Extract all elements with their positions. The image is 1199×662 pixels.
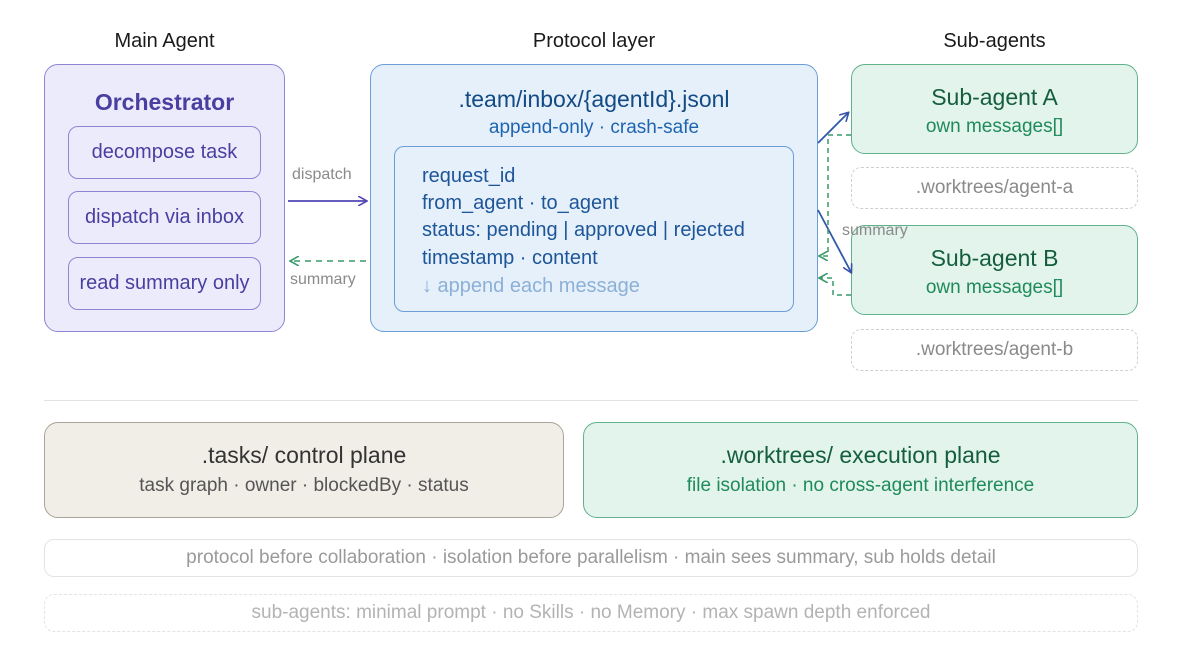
tasks-plane-title: .tasks/ control plane [201, 442, 407, 468]
principles-note: protocol before collaboration · isolatio… [44, 539, 1138, 577]
field-timestamp-content: timestamp · content [422, 247, 598, 269]
tasks-control-plane-box: .tasks/ control plane task graph · owner… [44, 422, 564, 518]
summary-arrow-from-sub-a [820, 134, 851, 256]
field-from-to-agent: from_agent · to_agent [422, 192, 619, 214]
sub-agent-b-title: Sub-agent B [930, 245, 1059, 271]
worktrees-execution-plane-box: .worktrees/ execution plane file isolati… [583, 422, 1138, 518]
sub-agent-b-subtitle: own messages[] [925, 277, 1064, 298]
sub-agent-a-subtitle: own messages[] [925, 116, 1064, 137]
summary-label-main: summary [290, 271, 356, 288]
dispatch-label: dispatch [292, 166, 352, 183]
sub-agent-a-box [851, 64, 1138, 154]
sub-agents-heading: Sub-agents [943, 30, 1046, 52]
sub-agent-b-box [851, 225, 1138, 315]
worktrees-plane-title: .worktrees/ execution plane [720, 442, 1001, 468]
sub-agent-constraints-note: sub-agents: minimal prompt · no Skills ·… [44, 594, 1138, 632]
summary-arrow-from-sub-b [820, 278, 851, 296]
step-dispatch-via-inbox: dispatch via inbox [68, 191, 261, 244]
sub-agent-a-title: Sub-agent A [931, 84, 1058, 110]
section-divider [44, 400, 1138, 401]
field-request-id: request_id [422, 165, 516, 187]
dispatch-arrow-to-sub-a [817, 113, 848, 144]
dispatch-arrow-to-sub-b [817, 209, 851, 272]
tasks-plane-subtitle: task graph · owner · blockedBy · status [139, 475, 469, 496]
protocol-layer-heading: Protocol layer [532, 30, 656, 52]
inbox-path-title: .team/inbox/{agentId}.jsonl [458, 86, 730, 112]
orchestrator-title: Orchestrator [94, 89, 235, 115]
append-note: ↓ append each message [422, 275, 640, 297]
main-agent-heading: Main Agent [114, 30, 215, 52]
message-schema-box [394, 146, 794, 312]
worktree-agent-a: .worktrees/agent-a [851, 167, 1138, 209]
worktree-agent-b: .worktrees/agent-b [851, 329, 1138, 371]
inbox-properties: append-only · crash-safe [488, 117, 700, 138]
step-decompose-task: decompose task [68, 126, 261, 179]
field-status: status: pending | approved | rejected [422, 219, 745, 241]
summary-label-subs: summary [842, 222, 908, 239]
worktrees-plane-subtitle: file isolation · no cross-agent interfer… [686, 475, 1035, 496]
step-read-summary-only: read summary only [68, 257, 261, 310]
